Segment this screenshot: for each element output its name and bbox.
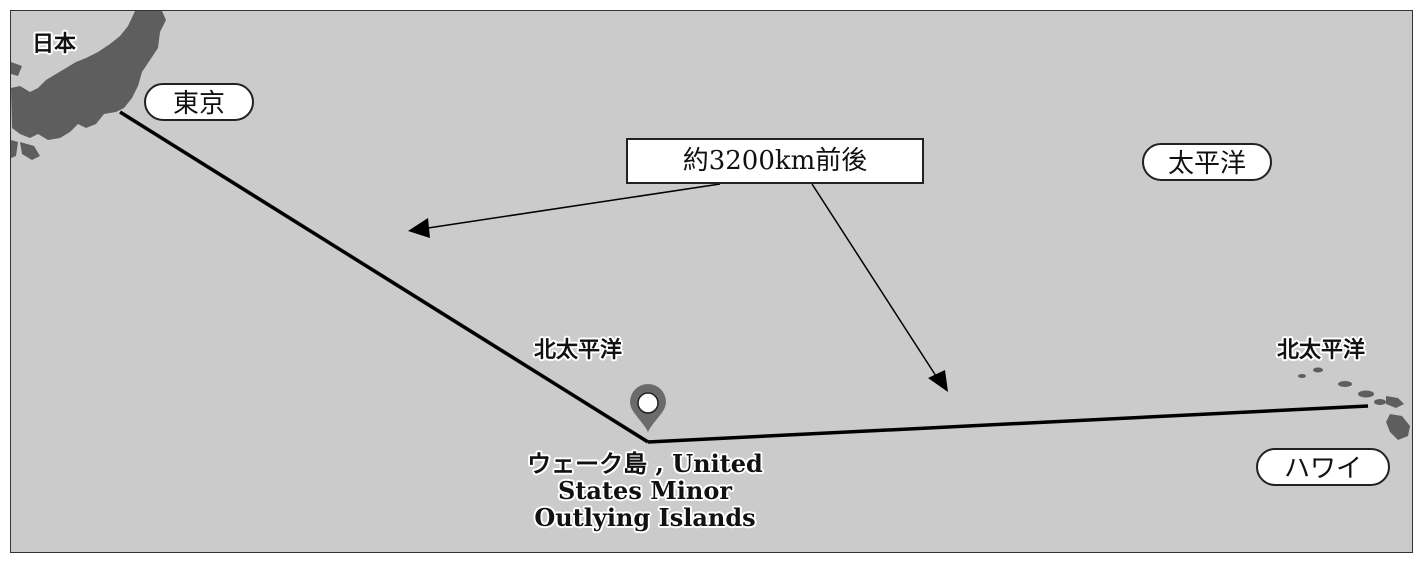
japan-island-north (11, 62, 22, 76)
arrow-line-left (427, 183, 721, 229)
distance-label-box: 約3200km前後 (626, 138, 924, 184)
country-label-japan: 日本 (32, 32, 77, 57)
arrow-line-right (811, 183, 937, 377)
hawaii-label: ハワイ (1256, 448, 1390, 486)
wake-island-label: ウェーク島 , United States Minor Outlying Isl… (505, 450, 785, 531)
arrow-icon (928, 370, 948, 392)
ocean-label-north-pacific-right: 北太平洋 (1277, 338, 1366, 363)
route-wake-hawaii (647, 404, 1369, 444)
japan-island-kyushu (11, 140, 18, 158)
hawaii-islands (1298, 367, 1410, 440)
ocean-label-pacific: 太平洋 (1142, 143, 1272, 181)
ocean-label-north-pacific-center: 北太平洋 (534, 338, 623, 363)
wake-island-label-line2: States Minor (558, 476, 732, 505)
route-tokyo-wake (119, 110, 649, 444)
arrow-icon (408, 218, 430, 238)
map-pin-icon (630, 384, 666, 432)
japan-landmass (11, 11, 166, 140)
wake-island-label-line3: Outlying Islands (534, 503, 756, 532)
japan-island-small (20, 142, 40, 160)
tokyo-label: 東京 (144, 83, 254, 121)
wake-island-label-line1: ウェーク島 , United (527, 449, 763, 478)
